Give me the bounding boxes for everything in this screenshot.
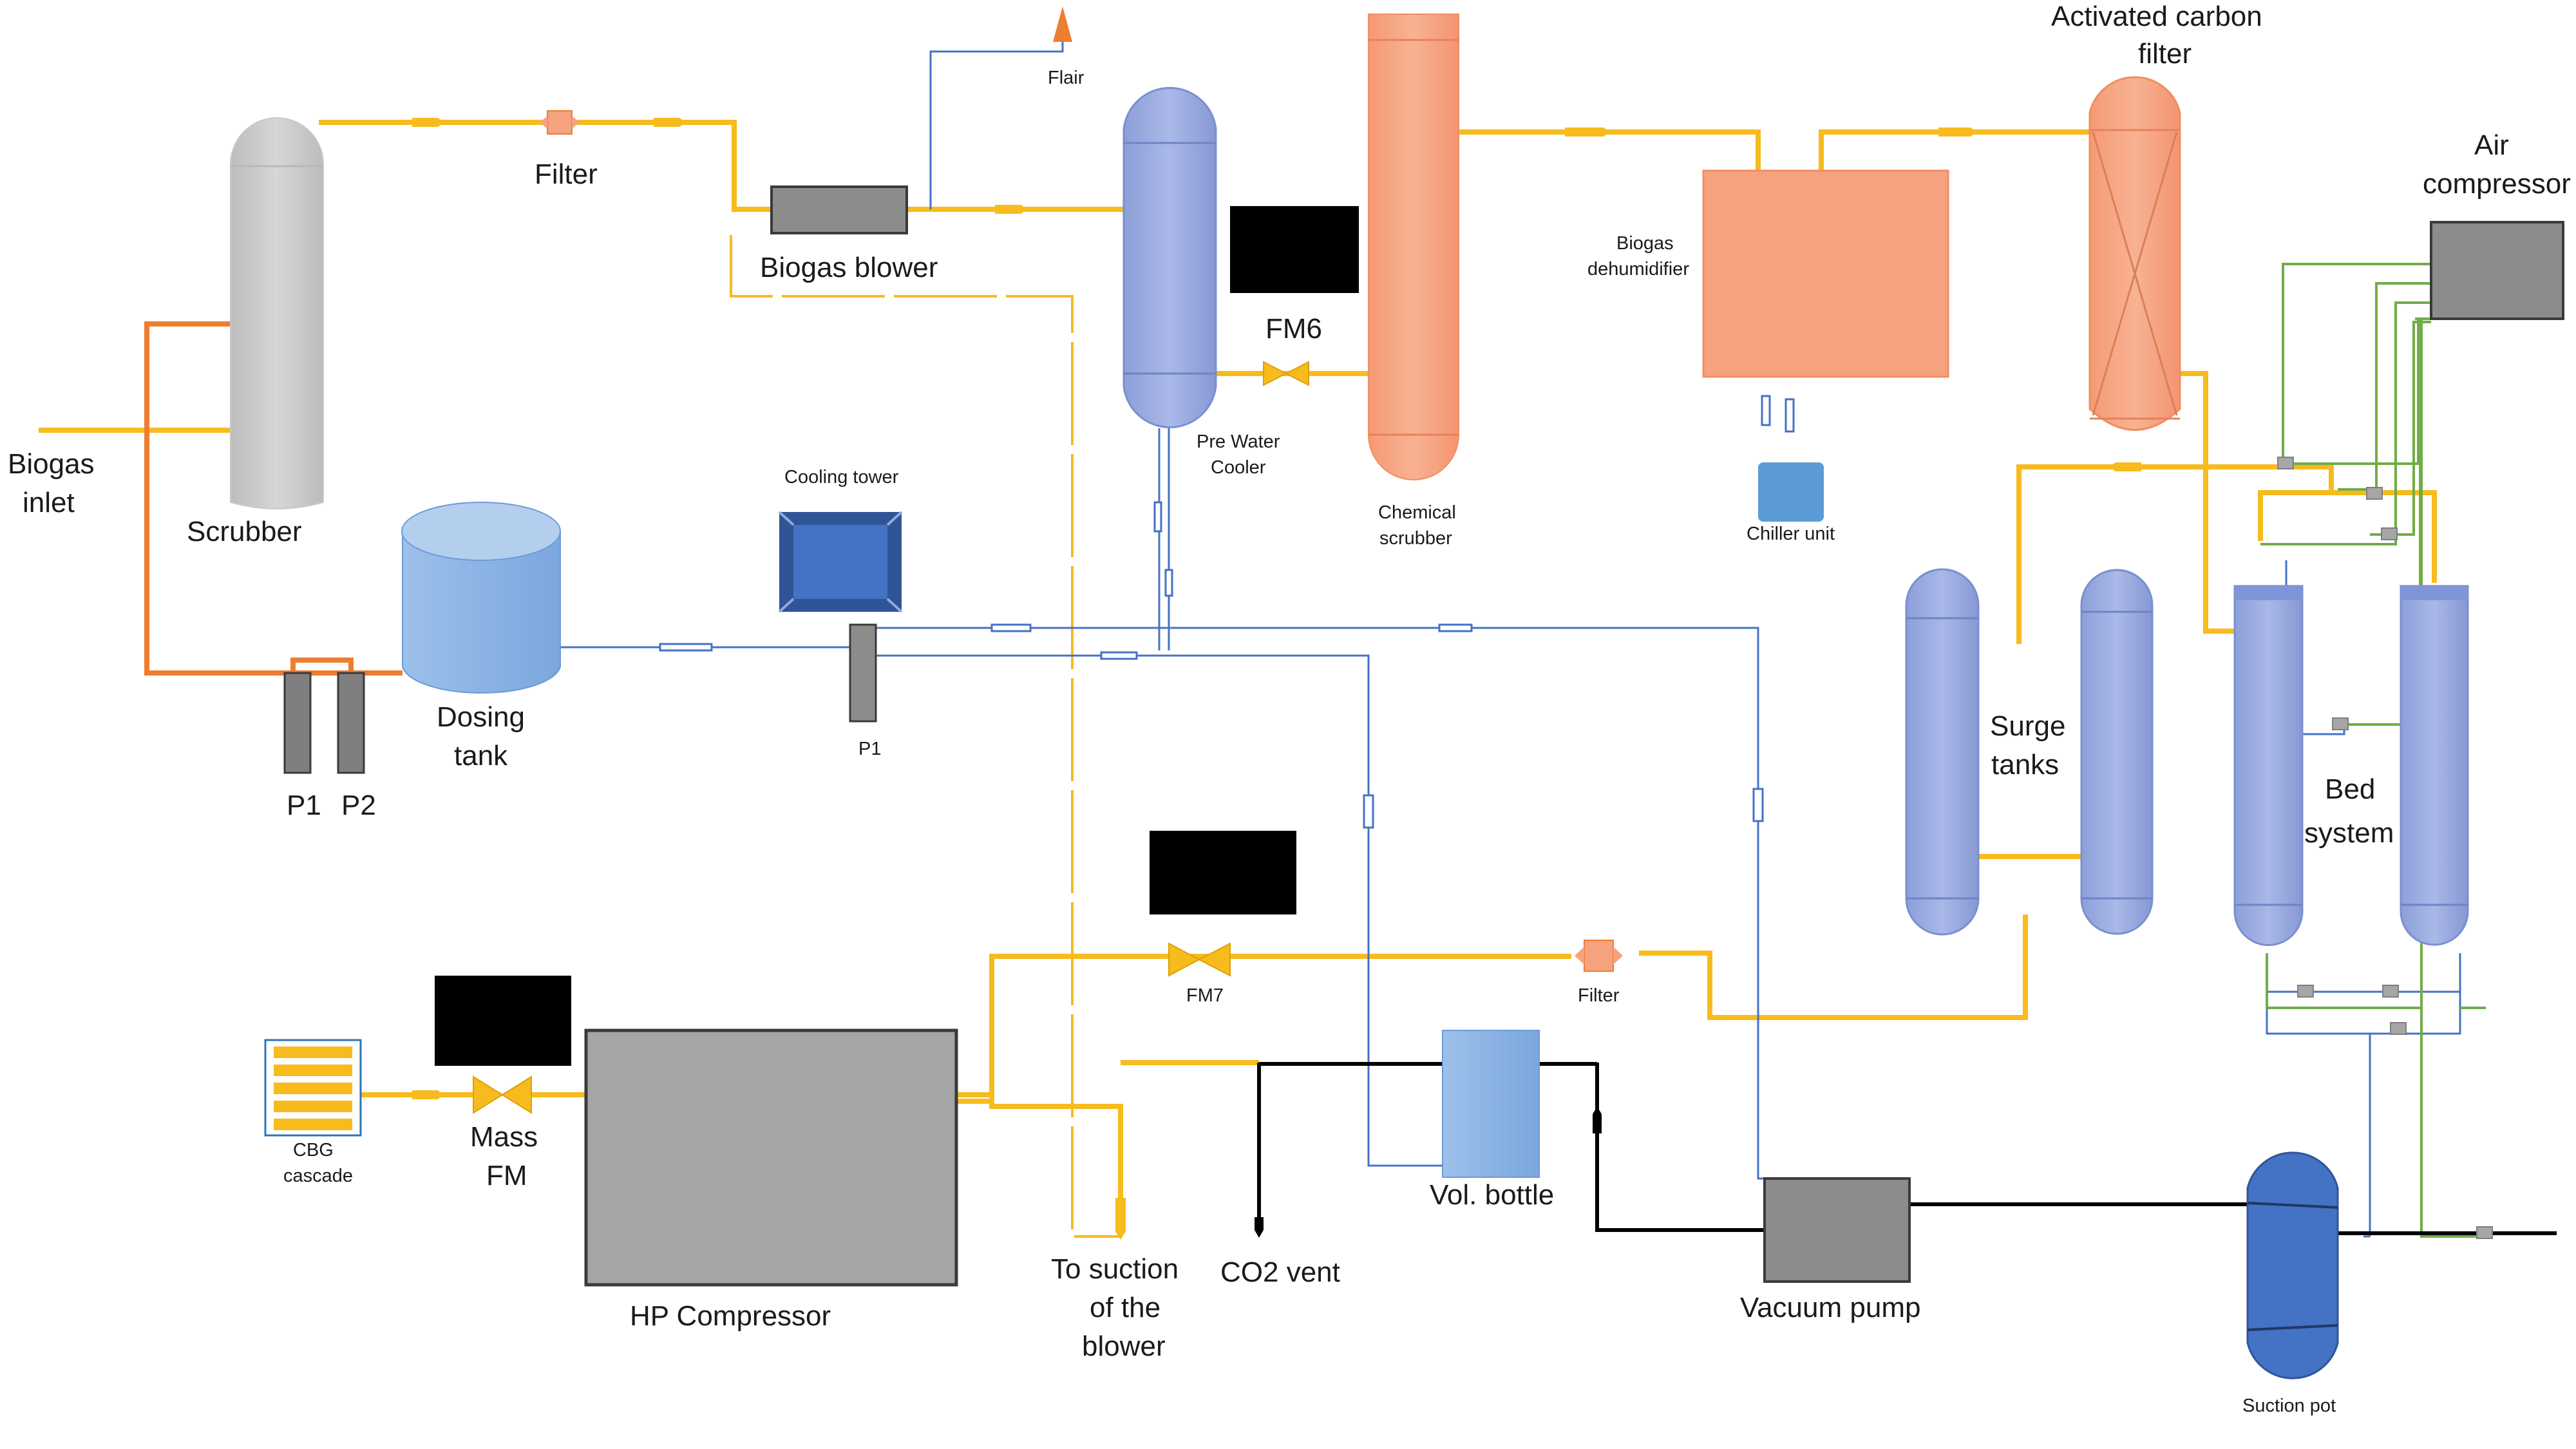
label-chemical-scrubber: Chemical (1378, 502, 1456, 523)
fm6-valve-icon (1263, 361, 1309, 386)
biogas-dehumidifier (1702, 169, 1949, 378)
label-p1: P1 (287, 790, 321, 821)
label-filter-top: Filter (535, 158, 598, 190)
label-mass-fm: Mass (470, 1121, 538, 1153)
label-surge-tanks-2: tanks (1991, 749, 2059, 781)
pre-water-cooler-vessel (1122, 86, 1217, 429)
label-surge-tanks: Surge (1990, 710, 2065, 742)
label-activated-carbon-2: filter (2138, 38, 2192, 70)
biogas-flow-arrows (412, 118, 2141, 1240)
cooling-tower-icon (778, 511, 903, 613)
label-co2-vent: CO2 vent (1220, 1256, 1340, 1288)
label-filter-bottom: Filter (1578, 985, 1620, 1006)
hp-compressor (584, 1028, 958, 1287)
caustic-lines (144, 321, 402, 676)
label-fm7: FM7 (1186, 985, 1224, 1006)
label-mass-fm-2: FM (486, 1160, 527, 1191)
pump-p2 (337, 672, 365, 774)
chemical-scrubber-vessel (1368, 14, 1459, 480)
flair-icon (1053, 6, 1072, 42)
fm7-display (1150, 831, 1296, 914)
label-scrubber: Scrubber (187, 516, 302, 547)
mass-fm-valve-icon (473, 1075, 532, 1114)
label-biogas-inlet: Biogas (8, 448, 95, 480)
fm6-display (1230, 206, 1359, 293)
label-flair: Flair (1048, 68, 1084, 88)
bed-column-right (2400, 585, 2469, 946)
label-bed-system: Bed (2325, 773, 2375, 805)
label-activated-carbon: Activated carbon (2051, 1, 2262, 32)
surge-tank-left (1905, 568, 1980, 936)
surge-tank-right (2080, 569, 2154, 935)
pump-p1-small (849, 623, 877, 723)
vent-lines (1257, 1062, 2557, 1235)
label-to-suction-2: of the (1090, 1292, 1160, 1323)
pump-p1 (283, 672, 312, 774)
label-vol-bottle: Vol. bottle (1430, 1179, 1554, 1211)
label-to-suction-3: blower (1082, 1331, 1166, 1362)
fm7-valve-icon (1168, 942, 1231, 977)
activated-carbon-filter (2088, 76, 2181, 431)
label-biogas-inlet-2: inlet (23, 487, 75, 518)
vol-bottle (1442, 1030, 1540, 1178)
filter-top-icon (540, 110, 580, 135)
label-dosing-tank-2: tank (454, 740, 508, 772)
water-flow-arrows (659, 395, 1795, 829)
label-bed-system-2: system (2304, 817, 2394, 849)
label-dosing-tank: Dosing (437, 701, 525, 733)
label-pre-water-cooler-2: Cooler (1211, 457, 1266, 478)
air-compressor (2430, 221, 2564, 320)
suction-pot (2246, 1151, 2339, 1379)
vent-arrows (1255, 1106, 1602, 1238)
label-biogas-dehumidifier: Biogas (1616, 233, 1674, 254)
label-cooling-tower: Cooling tower (784, 467, 899, 488)
chiller-unit (1758, 462, 1824, 522)
label-chiller-unit: Chiller unit (1747, 524, 1835, 544)
label-cbg-cascade-2: cascade (283, 1166, 353, 1186)
filter-bottom-icon (1575, 940, 1623, 972)
label-air-compressor-2: compressor (2423, 168, 2571, 200)
label-p1-small: P1 (858, 739, 881, 759)
biogas-blower (770, 185, 908, 234)
labels: Biogas inlet Scrubber Filter Biogas blow… (8, 1, 2571, 1416)
scrubber-vessel (230, 117, 324, 509)
cbg-cascade-icon (264, 1039, 362, 1137)
label-cbg-cascade: CBG (293, 1140, 334, 1160)
label-air-compressor: Air (2474, 129, 2509, 161)
label-suction-pot: Suction pot (2242, 1396, 2336, 1416)
dosing-tank (401, 502, 561, 694)
label-to-suction: To suction (1051, 1253, 1179, 1285)
label-pre-water-cooler: Pre Water (1197, 431, 1280, 452)
bed-valves (2277, 457, 2493, 1239)
bed-column-left (2233, 585, 2304, 946)
label-hp-compressor: HP Compressor (630, 1300, 831, 1332)
mass-fm-display (435, 976, 571, 1066)
label-chemical-scrubber-2: scrubber (1379, 528, 1452, 549)
label-biogas-blower: Biogas blower (760, 252, 938, 283)
label-fm6: FM6 (1265, 313, 1322, 345)
label-vacuum-pump: Vacuum pump (1740, 1292, 1920, 1323)
label-p2: P2 (341, 790, 376, 821)
blower-suction-line (730, 235, 1121, 1238)
label-biogas-dehumidifier-2: dehumidifier (1587, 259, 1689, 279)
vacuum-pump (1763, 1177, 1911, 1283)
